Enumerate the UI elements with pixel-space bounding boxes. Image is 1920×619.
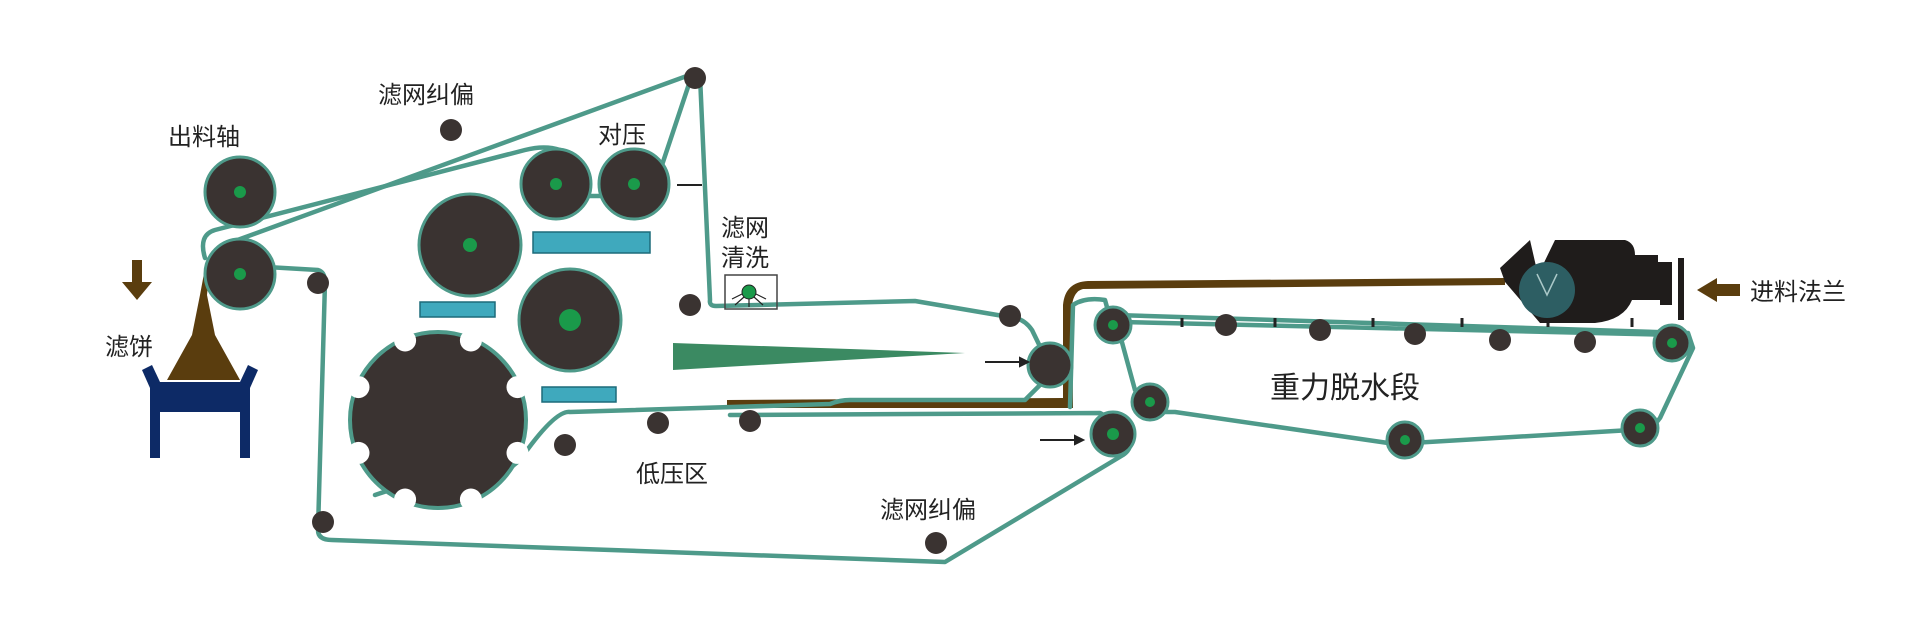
drum-hole	[394, 329, 417, 352]
bin-right-flare	[240, 365, 258, 388]
roller	[417, 192, 523, 298]
spray-nozzle-icon	[724, 274, 778, 310]
idler-roller	[684, 67, 706, 89]
label-mesh-wash-1: 滤网	[721, 214, 769, 242]
upper-belt	[200, 73, 1051, 498]
idler-roller	[647, 412, 669, 434]
flow-arrows	[677, 184, 1086, 446]
drum-hole	[506, 376, 529, 399]
drum-hole	[459, 488, 482, 511]
bin-leg-right	[240, 410, 250, 458]
press-plate-upper	[532, 231, 651, 254]
bin-left-flare	[142, 365, 160, 388]
perforated-drum	[347, 329, 529, 511]
drum-hole	[506, 441, 529, 464]
drum-hole	[394, 488, 417, 511]
left-arrow-icon	[1697, 278, 1740, 302]
idler-roller	[1309, 319, 1331, 341]
label-inlet-flange: 进料法兰	[1750, 278, 1846, 306]
idler-roller	[312, 511, 334, 533]
drum-hole	[347, 441, 370, 464]
label-mesh-correction-bottom: 滤网纠偏	[880, 496, 976, 524]
roller	[1093, 305, 1133, 345]
down-arrow-icon	[122, 260, 152, 300]
press-plates	[419, 231, 651, 403]
wedge-zone	[673, 343, 965, 370]
idler-roller	[307, 272, 329, 294]
bin-top	[150, 382, 250, 412]
roller	[597, 147, 671, 221]
roller	[519, 147, 593, 221]
drum-hole	[347, 376, 370, 399]
idler-roller	[999, 305, 1021, 327]
inlet-flange-plate	[1678, 258, 1684, 320]
press-plate-lower	[541, 386, 617, 403]
idler-roller	[739, 410, 761, 432]
label-mesh-correction-top: 滤网纠偏	[378, 81, 474, 109]
idler-roller	[679, 294, 701, 316]
drum-hole	[459, 329, 482, 352]
label-mesh-wash-2: 清洗	[721, 244, 769, 272]
roller	[517, 267, 623, 373]
idler-roller	[1215, 314, 1237, 336]
idler-rollers	[307, 67, 1596, 554]
roller	[1026, 341, 1074, 389]
roller	[203, 237, 277, 311]
idler-roller	[1574, 331, 1596, 353]
roller	[1652, 323, 1692, 363]
idler-roller	[1404, 323, 1426, 345]
label-counter-press: 对压	[598, 121, 646, 149]
filter-cake-discharge	[167, 262, 240, 380]
idler-roller	[554, 434, 576, 456]
idler-roller	[440, 119, 462, 141]
roller	[1620, 408, 1660, 448]
idler-roller	[925, 532, 947, 554]
roller	[203, 155, 277, 229]
roller	[1130, 382, 1170, 422]
feed-box-wheel	[1519, 262, 1575, 318]
feed-box	[1500, 240, 1684, 323]
label-gravity-dewatering: 重力脱水段	[1270, 371, 1420, 406]
bin-leg-left	[150, 410, 160, 458]
press-plate-left	[419, 301, 496, 318]
label-low-pressure-zone: 低压区	[636, 460, 708, 488]
rollers	[203, 147, 1692, 460]
filter-cake-bin	[142, 365, 258, 458]
label-filter-cake: 滤饼	[105, 333, 153, 361]
roller	[1385, 420, 1425, 460]
label-outlet-roller: 出料轴	[168, 123, 240, 151]
idler-roller	[1489, 329, 1511, 351]
roller	[1089, 410, 1137, 458]
